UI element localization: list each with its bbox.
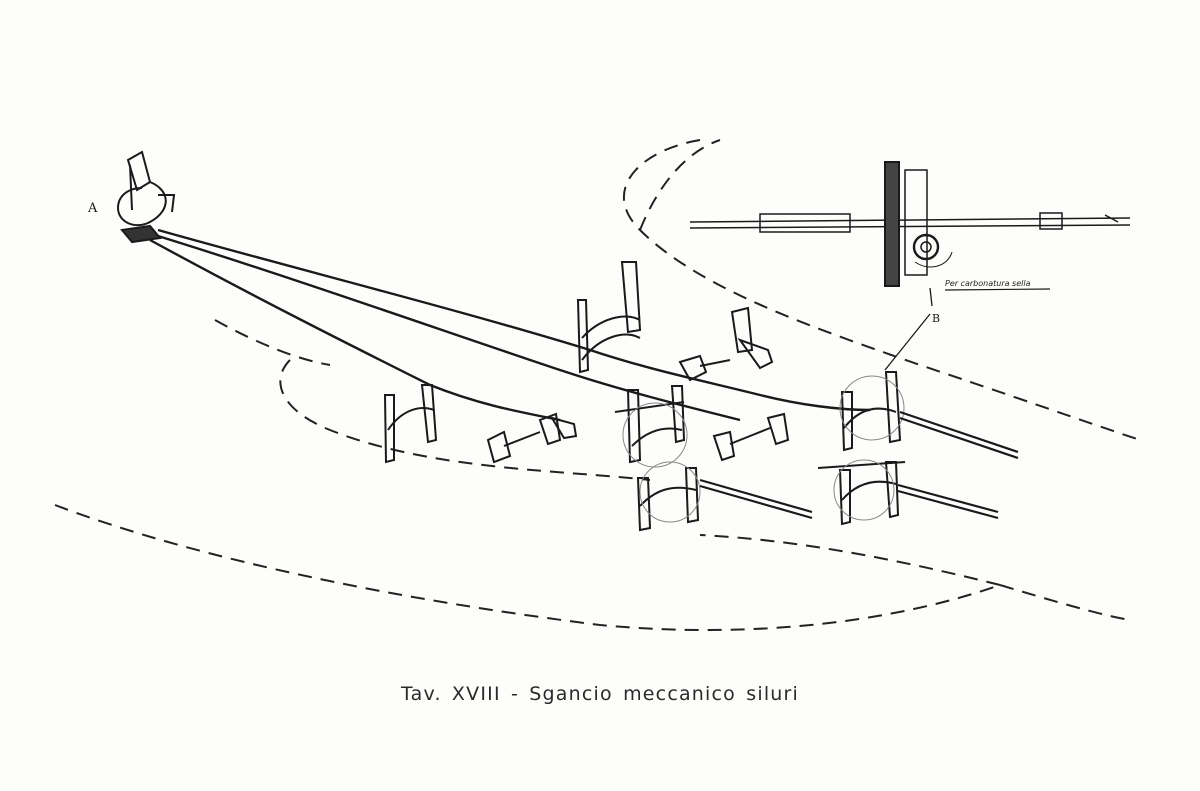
hull-outline-upper: [622, 139, 1141, 441]
lever-assembly-a: [116, 150, 176, 244]
torpedo-cross-sections: [622, 375, 905, 523]
leader-line-b-upper: [929, 287, 933, 307]
label-a: A: [87, 201, 98, 216]
inset-note-underline: [944, 288, 1051, 291]
inset-detail: [689, 161, 1131, 287]
rack-frames: [383, 261, 906, 532]
inset-note: Per carbonatura sella: [945, 279, 1031, 288]
release-hooks: [486, 306, 790, 464]
release-cables: [149, 228, 871, 422]
hull-outline-lower: [54, 319, 1131, 632]
leader-line-b: [884, 313, 931, 371]
label-b: B: [932, 312, 940, 325]
plate-caption: Tav. XVIII - Sgancio meccanico siluri: [400, 683, 800, 705]
release-bars: [699, 410, 1019, 520]
